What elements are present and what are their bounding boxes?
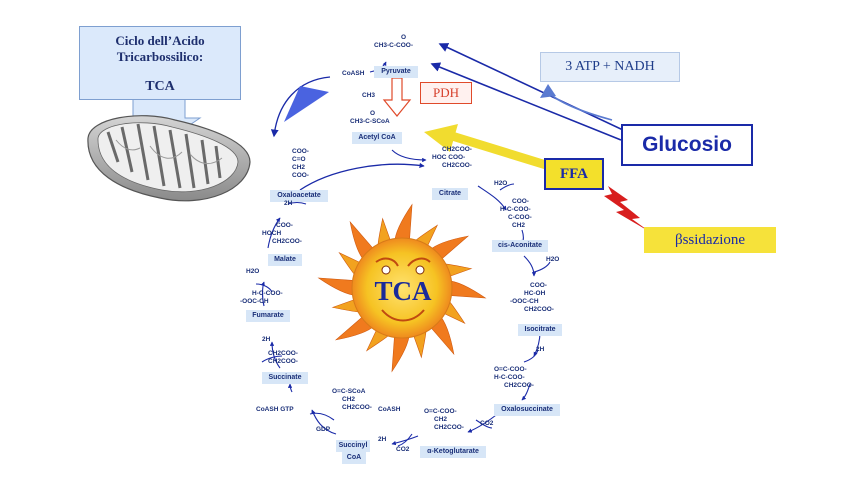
struct-fumarate: H-C-COO- -OOC-CH bbox=[240, 290, 283, 306]
blue-curved-arrowhead bbox=[284, 86, 329, 122]
struct-citrate-l1: CH2COO- bbox=[442, 146, 472, 153]
struct-sc-l1: O=C-SCoA bbox=[332, 388, 366, 395]
struct-oaa-l2: C=O bbox=[292, 156, 306, 163]
struct-iso-l3: -OOC-CH bbox=[510, 298, 539, 305]
title-line-1: Ciclo dell’Acido bbox=[115, 33, 205, 48]
struct-pyruvate-l2: CH3-C-COO- bbox=[374, 42, 413, 49]
struct-mal-l2: HOCH bbox=[262, 230, 282, 237]
struct-oxaloacetate: COO- C=O CH2 COO- bbox=[292, 148, 309, 180]
beta-ossidazione-box: βssidazione bbox=[644, 227, 776, 253]
sun-tca-label: TCA bbox=[374, 276, 432, 306]
label-isocitrate: Isocitrate bbox=[518, 324, 562, 336]
atp-nadh-box: 3 ATP + NADH bbox=[540, 52, 680, 82]
struct-oaa-l1: COO- bbox=[292, 148, 309, 155]
struct-oxs-l2: H-C-COO- bbox=[494, 374, 525, 381]
struct-isocitrate: COO- HC-OH -OOC-CH CH2COO- bbox=[510, 282, 554, 314]
struct-ketoglutarate: O=C-COO- CH2 CH2COO- bbox=[424, 408, 464, 432]
struct-acetyl-l2: CH3-C-SCoA bbox=[350, 118, 390, 125]
sun-ray bbox=[391, 333, 410, 373]
label-citrate: Citrate bbox=[432, 188, 468, 200]
cofactor-co2-oxalo: CO2 bbox=[480, 420, 494, 427]
struct-cis-l3: C-COO- bbox=[508, 214, 532, 221]
title-box: Ciclo dell’Acido Tricarbossilico: TCA bbox=[79, 26, 241, 100]
struct-cis-l2: H-C-COO- bbox=[500, 206, 531, 213]
cofactor-h2o-citrate: H2O bbox=[494, 180, 508, 187]
cofactor-coash-gtp: CoASH GTP bbox=[256, 406, 294, 413]
cofactor-co2-keto: CO2 bbox=[396, 446, 410, 453]
struct-cis-aconitate: COO- H-C-COO- C-COO- CH2 bbox=[500, 198, 532, 230]
cofactor-h2o-isocitrate: H2O bbox=[546, 256, 560, 263]
label-cis-aconitate: cis-Aconitate bbox=[492, 240, 548, 252]
red-bolt bbox=[604, 186, 650, 232]
struct-sc-l2: CH2 bbox=[342, 396, 356, 403]
label-succinyl: Succinyl bbox=[336, 440, 370, 452]
mitochondrion-graphic bbox=[87, 115, 251, 202]
struct-iso-l4: CH2COO- bbox=[524, 306, 554, 313]
struct-kg-l3: CH2COO- bbox=[434, 424, 464, 431]
struct-malate: COO- HOCH CH2COO- bbox=[262, 222, 302, 246]
glucosio-box: Glucosio bbox=[621, 124, 753, 166]
struct-cis-l1: COO- bbox=[512, 198, 529, 205]
struct-fum-l1: H-C-COO- bbox=[252, 290, 283, 297]
ffa-box: FFA bbox=[544, 158, 604, 190]
struct-succinyl-coa: O=C-SCoA CH2 CH2COO- bbox=[332, 388, 372, 412]
struct-citrate-l2: HOC COO- bbox=[432, 154, 466, 161]
struct-succ-l1: CH2COO- bbox=[268, 350, 298, 357]
struct-succinate: CH2COO- CH2COO- bbox=[268, 350, 298, 366]
sun-ray bbox=[394, 203, 413, 243]
title-line-2: Tricarbossilico: bbox=[116, 49, 204, 64]
struct-sc-l3: CH2COO- bbox=[342, 404, 372, 411]
label-ketoglutarate: α-Ketoglutarate bbox=[420, 446, 486, 458]
struct-iso-l2: HC-OH bbox=[524, 290, 546, 297]
struct-kg-l2: CH2 bbox=[434, 416, 448, 423]
cofactor-2h-succinate: 2H bbox=[262, 336, 271, 343]
sun-ray bbox=[447, 280, 487, 299]
struct-oxs-l3: CH2COO- bbox=[504, 382, 534, 389]
cofactor-coash-1: CoASH bbox=[342, 70, 365, 77]
struct-oxs-l1: O=C-COO- bbox=[494, 366, 527, 373]
struct-succ-l2: CH2COO- bbox=[268, 358, 298, 365]
label-acetyl-coa: Acetyl CoA bbox=[352, 132, 402, 144]
cofactor-h2o-fumarate: H2O bbox=[246, 268, 260, 275]
struct-fum-l2: -OOC-CH bbox=[240, 298, 269, 305]
struct-iso-l1: COO- bbox=[530, 282, 547, 289]
label-succinate: Succinate bbox=[262, 372, 308, 384]
cofactor-2h-isocitrate: 2H bbox=[536, 346, 545, 353]
label-malate: Malate bbox=[268, 254, 302, 266]
struct-ch3: CH3 bbox=[362, 92, 376, 99]
label-oxaloacetate: Oxaloacetate bbox=[270, 190, 328, 202]
sun-graphic bbox=[317, 203, 487, 373]
cofactor-gdp: GDP bbox=[316, 426, 331, 433]
label-fumarate: Fumarate bbox=[246, 310, 290, 322]
label-oxalosuccinate: Oxalosuccinate bbox=[494, 404, 560, 416]
struct-oxalosuccinate: O=C-COO- H-C-COO- CH2COO- bbox=[494, 366, 534, 390]
struct-kg-l1: O=C-COO- bbox=[424, 408, 457, 415]
cofactor-2h-oxalo: 2H bbox=[284, 200, 293, 207]
struct-acetyl-l1: O bbox=[370, 110, 376, 117]
struct-citrate: CH2COO- HOC COO- CH2COO- bbox=[432, 146, 472, 170]
struct-mal-l1: COO- bbox=[276, 222, 293, 229]
title-line-3: TCA bbox=[145, 79, 175, 94]
sun-ray bbox=[317, 277, 357, 296]
struct-oaa-l4: COO- bbox=[292, 172, 309, 179]
struct-cis-l4: CH2 bbox=[512, 222, 526, 229]
struct-oaa-l3: CH2 bbox=[292, 164, 306, 171]
label-pyruvate: Pyruvate bbox=[374, 66, 418, 78]
struct-pyruvate: O CH3-C-COO- bbox=[374, 34, 413, 50]
struct-mal-l3: CH2COO- bbox=[272, 238, 302, 245]
label-succinyl-coa: CoA bbox=[342, 452, 366, 464]
struct-citrate-l3: CH2COO- bbox=[442, 162, 472, 169]
pdh-box: PDH bbox=[420, 82, 472, 104]
struct-acetyl-coa: O CH3-C-SCoA bbox=[350, 110, 390, 126]
cofactor-coash-2: CoASH bbox=[378, 406, 401, 413]
struct-pyruvate-l1: O bbox=[400, 34, 407, 41]
cofactor-2h-keto: 2H bbox=[378, 436, 387, 443]
